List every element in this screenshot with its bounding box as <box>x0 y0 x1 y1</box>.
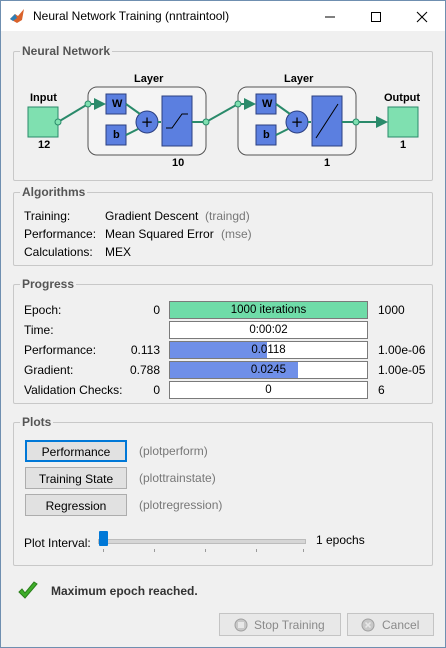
training-state-plot-button[interactable]: Training State <box>25 467 127 489</box>
validation-checks-current: 0 <box>265 384 272 396</box>
progress-section-title: Progress <box>20 277 77 291</box>
training-fn: (traingd) <box>205 209 250 223</box>
plots-section-title: Plots <box>20 415 54 429</box>
layer-1-bias-label: b <box>113 129 120 141</box>
layer-1-weight-label: W <box>112 98 123 110</box>
training-label: Training: <box>24 209 71 223</box>
performance-progress-fill <box>170 342 267 358</box>
layer-1-size: 10 <box>172 157 185 169</box>
validation-checks-progress-bar: 0 <box>169 381 368 399</box>
title-bar: Neural Network Training (nntraintool) <box>1 1 445 31</box>
layer-2-title: Layer <box>284 73 314 85</box>
layer-2-weight-label: W <box>262 98 273 110</box>
stop-training-button[interactable]: Stop Training <box>219 613 341 636</box>
slider-tick <box>256 549 257 552</box>
stop-icon <box>234 618 248 632</box>
performance-label: Performance: <box>24 343 97 357</box>
svg-text:+: + <box>291 113 304 131</box>
checkmark-icon <box>18 581 38 599</box>
layer-2-bias-label: b <box>263 129 270 141</box>
epoch-end: 1000 <box>378 303 405 317</box>
performance-current: 0.0118 <box>251 344 286 356</box>
slider-tick <box>154 549 155 552</box>
epoch-label: Epoch: <box>24 303 62 317</box>
epoch-current: 1000 iterations <box>230 304 307 316</box>
cancel-button[interactable]: Cancel <box>347 613 434 636</box>
cancel-label: Cancel <box>382 618 420 632</box>
performance-algo-fn: (mse) <box>221 227 252 241</box>
neural-network-section-title: Neural Network <box>20 44 113 58</box>
minimize-icon <box>325 16 335 18</box>
svg-text:+: + <box>141 113 154 131</box>
algorithms-section-title: Algorithms <box>20 185 88 199</box>
input-label: Input <box>30 92 57 104</box>
stop-training-label: Stop Training <box>254 618 325 632</box>
gradient-current: 0.0245 <box>250 364 287 376</box>
validation-checks-start: 0 <box>153 383 160 397</box>
plot-interval-slider-thumb[interactable] <box>99 531 108 546</box>
performance-start: 0.113 <box>130 343 160 357</box>
neural-network-panel: Neural Network + + <box>13 44 433 181</box>
time-label: Time: <box>24 323 54 337</box>
matlab-logo-icon <box>10 9 24 23</box>
close-icon <box>416 11 428 23</box>
progress-panel: Progress Epoch: 0 1000 iterations 1000 T… <box>13 277 433 404</box>
window-title: Neural Network Training (nntraintool) <box>33 9 230 23</box>
performance-progress-bar: 0.0118 <box>169 341 368 359</box>
layer-1-title: Layer <box>134 73 164 85</box>
performance-algo-value: Mean Squared Error <box>105 227 214 241</box>
performance-end: 1.00e-06 <box>378 343 426 357</box>
gradient-label: Gradient: <box>24 363 74 377</box>
status-message: Maximum epoch reached. <box>51 584 198 598</box>
gradient-end: 1.00e-05 <box>378 363 426 377</box>
slider-tick <box>103 549 104 552</box>
output-size: 1 <box>400 139 407 151</box>
epoch-start: 0 <box>153 303 160 317</box>
output-label: Output <box>384 92 421 104</box>
regression-plot-fn: (plotregression) <box>139 498 223 512</box>
minimize-button[interactable] <box>307 1 353 31</box>
close-button[interactable] <box>399 1 445 31</box>
performance-algo-label: Performance: <box>24 227 97 241</box>
gradient-progress-fill <box>170 362 299 378</box>
maximize-icon <box>371 12 381 23</box>
validation-checks-end: 6 <box>378 383 385 397</box>
epoch-progress-fill <box>170 302 367 318</box>
input-size: 12 <box>38 139 51 151</box>
performance-plot-button[interactable]: Performance <box>25 440 127 462</box>
calculations-label: Calculations: <box>24 245 93 259</box>
output-block <box>387 106 419 138</box>
performance-plot-fn: (plotperform) <box>139 444 208 458</box>
plots-panel: Plots Performance (plotperform) Training… <box>13 415 433 566</box>
regression-plot-button[interactable]: Regression <box>25 494 127 516</box>
cancel-icon <box>361 618 375 632</box>
network-diagram: + + <box>27 86 419 156</box>
time-current: 0:00:02 <box>249 324 288 336</box>
gradient-progress-bar: 0.0245 <box>169 361 368 379</box>
epoch-progress-bar: 1000 iterations <box>169 301 368 319</box>
layer-2-size: 1 <box>324 157 331 169</box>
training-value: Gradient Descent <box>105 209 199 223</box>
slider-tick <box>205 549 206 552</box>
plot-interval-slider-track[interactable] <box>98 539 306 544</box>
maximize-button[interactable] <box>353 1 399 31</box>
algorithms-panel: Algorithms Training: Gradient Descent (t… <box>13 185 433 266</box>
time-progress-bar: 0:00:02 <box>169 321 368 339</box>
calculations-value: MEX <box>105 245 132 259</box>
validation-checks-label: Validation Checks: <box>24 383 123 397</box>
slider-tick <box>303 549 304 552</box>
training-state-plot-fn: (plottrainstate) <box>139 471 216 485</box>
input-block <box>27 106 59 138</box>
plot-interval-label: Plot Interval: <box>24 536 91 550</box>
plot-interval-value: 1 epochs <box>316 533 365 547</box>
gradient-start: 0.788 <box>129 363 160 377</box>
